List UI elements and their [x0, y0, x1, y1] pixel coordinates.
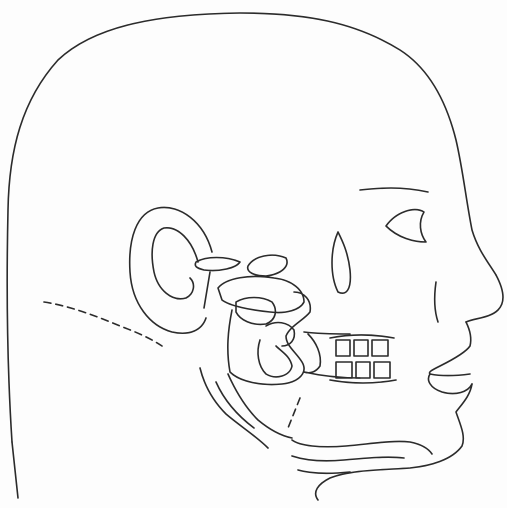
ear-outline [130, 207, 212, 333]
jaw-angle-line [200, 368, 268, 448]
skull-base-dashed-line [44, 302, 162, 346]
mandible-ramus [228, 292, 310, 385]
hyoid-line [292, 456, 404, 461]
upper-tooth-3 [372, 340, 388, 356]
neck-dashed-line [288, 398, 300, 428]
upper-lip [429, 322, 470, 374]
upper-tooth-1 [336, 340, 350, 356]
ear-lobe-line [204, 272, 210, 308]
sigmoid-notch [266, 323, 294, 346]
throat-line [298, 470, 350, 473]
head-outline [7, 13, 496, 442]
articular-eminence [195, 258, 240, 271]
gum-line-upper [330, 335, 394, 338]
mouth-line [430, 374, 470, 376]
back-of-neck [12, 442, 18, 498]
neck-underside [292, 440, 432, 454]
upper-tooth-2 [354, 340, 368, 356]
coronoid-process [304, 334, 320, 373]
cheek-mark [332, 232, 350, 293]
nasolabial-line [435, 282, 438, 322]
joint-capsule [218, 276, 304, 312]
gum-line-lower [330, 380, 396, 383]
ear-inner [152, 228, 198, 299]
eye-outline [386, 210, 426, 242]
eyebrow [360, 188, 428, 192]
condyle-head [248, 255, 287, 276]
lower-tooth-1 [336, 362, 352, 378]
lower-lip [429, 374, 473, 394]
nose-outline [466, 275, 503, 322]
lower-tooth-2 [356, 362, 370, 378]
lower-tooth-3 [374, 362, 390, 378]
